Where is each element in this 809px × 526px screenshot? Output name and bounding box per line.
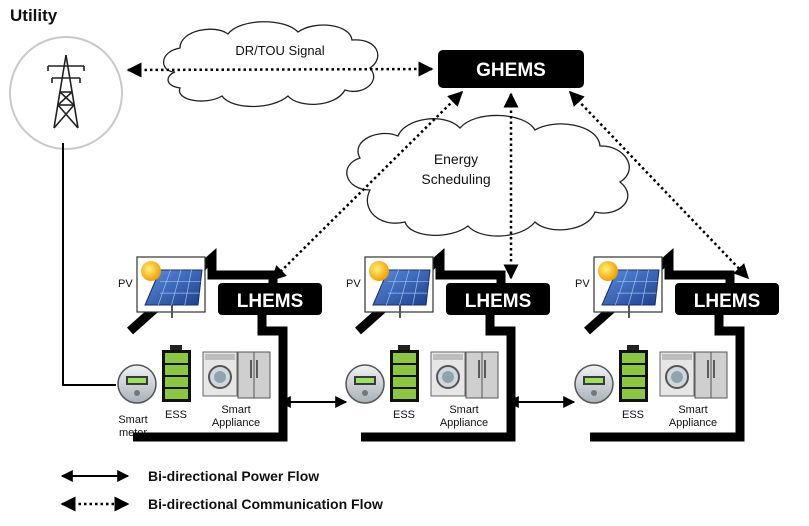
lhems-label: LHEMS: [694, 291, 761, 312]
appliance-label-1: Smart: [449, 404, 478, 416]
solar-panel-gridline: [412, 269, 420, 306]
sun-icon: [141, 261, 161, 281]
battery-cell: [622, 365, 645, 375]
energy-scheduling-label-1: Energy: [434, 151, 478, 167]
lhems-box: [675, 283, 779, 315]
washer-panel: [205, 354, 235, 360]
lhems-box: [446, 283, 550, 315]
legend-communication-flow-label: Bi-directional Communication Flow: [148, 496, 383, 512]
battery-terminal: [398, 345, 410, 351]
battery-cell: [165, 389, 188, 399]
pv-label: PV: [118, 278, 133, 290]
battery-cell: [165, 365, 188, 375]
battery-cell: [165, 377, 188, 387]
solar-panel-gridline: [399, 269, 410, 306]
lhems-label: LHEMS: [465, 291, 532, 312]
washer-panel: [662, 354, 692, 360]
battery-cell: [622, 389, 645, 399]
smart-meter-screen: [585, 378, 603, 383]
appliance-label-1: Smart: [678, 404, 707, 416]
battery-cell: [622, 353, 645, 363]
energy-scheduling-label-2: Scheduling: [421, 171, 490, 187]
solar-panel-gridline: [385, 269, 399, 306]
transmission-tower-icon: [9, 36, 123, 150]
battery-cell: [165, 353, 188, 363]
solar-panel-gridline: [614, 269, 628, 306]
battery-terminal: [627, 345, 639, 351]
legend-power-flow-label: Bi-directional Power Flow: [148, 468, 319, 484]
solar-panel-gridline: [641, 269, 649, 306]
smart-meter-dial: [362, 390, 368, 396]
solar-panel-gridline: [184, 269, 192, 306]
battery-cell: [622, 377, 645, 387]
ghems-box: [438, 50, 584, 88]
solar-panel-icon: [372, 269, 431, 306]
utility-power-line: [62, 143, 116, 386]
solar-panel-gridline: [628, 269, 639, 306]
dr-tou-cloud: [162, 21, 379, 108]
sun-icon: [598, 261, 618, 281]
appliance-label-2: Appliance: [440, 417, 488, 429]
smart-meter-screen: [356, 378, 374, 383]
smart-meter-label-2: meter: [119, 427, 147, 439]
washer-drum: [442, 371, 454, 383]
smart-meter-dial: [591, 390, 597, 396]
lhems-box: [218, 283, 322, 315]
ess-label: ESS: [393, 409, 415, 421]
dr-tou-signal-label: DR/TOU Signal: [235, 43, 324, 58]
battery-cell: [393, 377, 416, 387]
smart-meter-screen: [128, 378, 146, 383]
sun-icon: [369, 261, 389, 281]
ghems-label: GHEMS: [476, 60, 546, 81]
battery-cell: [393, 365, 416, 375]
utility-label: Utility: [10, 6, 58, 25]
pv-label: PV: [346, 278, 361, 290]
battery-cell: [393, 353, 416, 363]
appliance-label-1: Smart: [221, 404, 250, 416]
ess-label: ESS: [622, 409, 644, 421]
smart-meter-label-1: Smart: [118, 414, 147, 426]
washer-drum: [214, 371, 226, 383]
lhems-label: LHEMS: [237, 291, 304, 312]
pv-label: PV: [575, 278, 590, 290]
solar-panel-icon: [601, 269, 660, 306]
solar-panel-gridline: [157, 269, 171, 306]
comm-flow-ghems-lhems-3: [568, 90, 750, 280]
smart-meter-dial: [134, 390, 140, 396]
appliance-label-2: Appliance: [669, 417, 717, 429]
comm-flow-ghems-lhems-1: [270, 90, 464, 282]
battery-terminal: [170, 345, 182, 351]
battery-cell: [393, 389, 416, 399]
comm-flow-utility-ghems: [126, 61, 434, 78]
washer-drum: [671, 371, 683, 383]
ess-label: ESS: [165, 409, 187, 421]
washer-panel: [433, 354, 463, 360]
appliance-label-2: Appliance: [212, 417, 260, 429]
solar-panel-icon: [144, 269, 203, 306]
solar-panel-gridline: [171, 269, 182, 306]
legend: Bi-directional Power Flow Bi-directional…: [60, 468, 383, 512]
